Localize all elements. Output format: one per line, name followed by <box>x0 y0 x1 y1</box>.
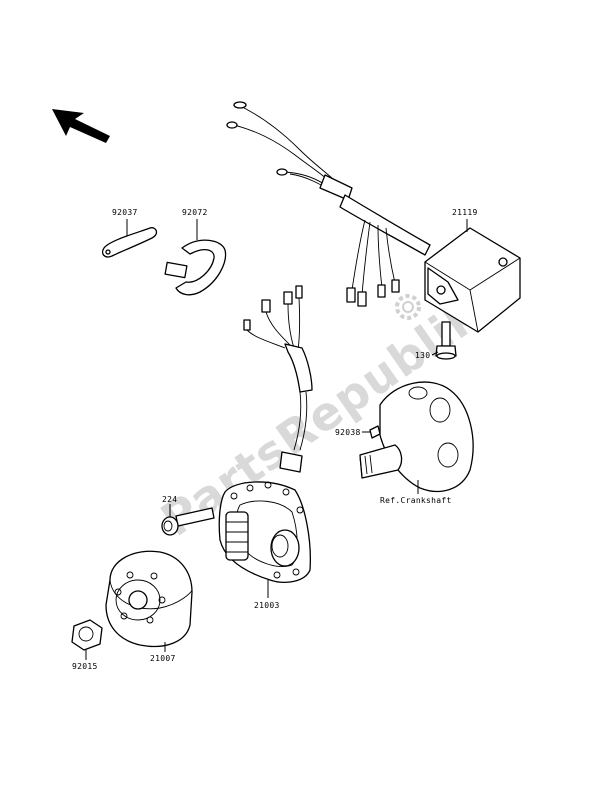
ref-crankshaft <box>359 381 474 492</box>
part-21007-flywheel <box>105 550 193 648</box>
label-21007: 21007 <box>150 654 176 663</box>
label-92037: 92037 <box>112 208 138 217</box>
wiring-harness <box>226 101 431 307</box>
part-92038-key <box>369 425 381 439</box>
label-21003: 21003 <box>254 601 280 610</box>
stator-wiring <box>243 285 313 473</box>
label-21119: 21119 <box>452 208 478 217</box>
label-92072: 92072 <box>182 208 208 217</box>
label-130: 130 <box>415 351 430 360</box>
label-92015: 92015 <box>72 662 98 671</box>
leader-lines <box>85 219 468 660</box>
label-92038: 92038 <box>335 428 361 437</box>
label-ref-crankshaft: Ref.Crankshaft <box>380 496 452 505</box>
label-224: 224 <box>162 495 177 504</box>
part-92015-nut <box>71 619 103 651</box>
front-direction-arrow-icon <box>52 109 110 143</box>
part-21119-cdi-unit <box>424 227 521 333</box>
part-92072-clamp <box>164 239 227 296</box>
watermark-gear-icon <box>395 294 421 320</box>
part-92037-strap <box>101 227 158 258</box>
part-21003-stator <box>218 481 311 583</box>
